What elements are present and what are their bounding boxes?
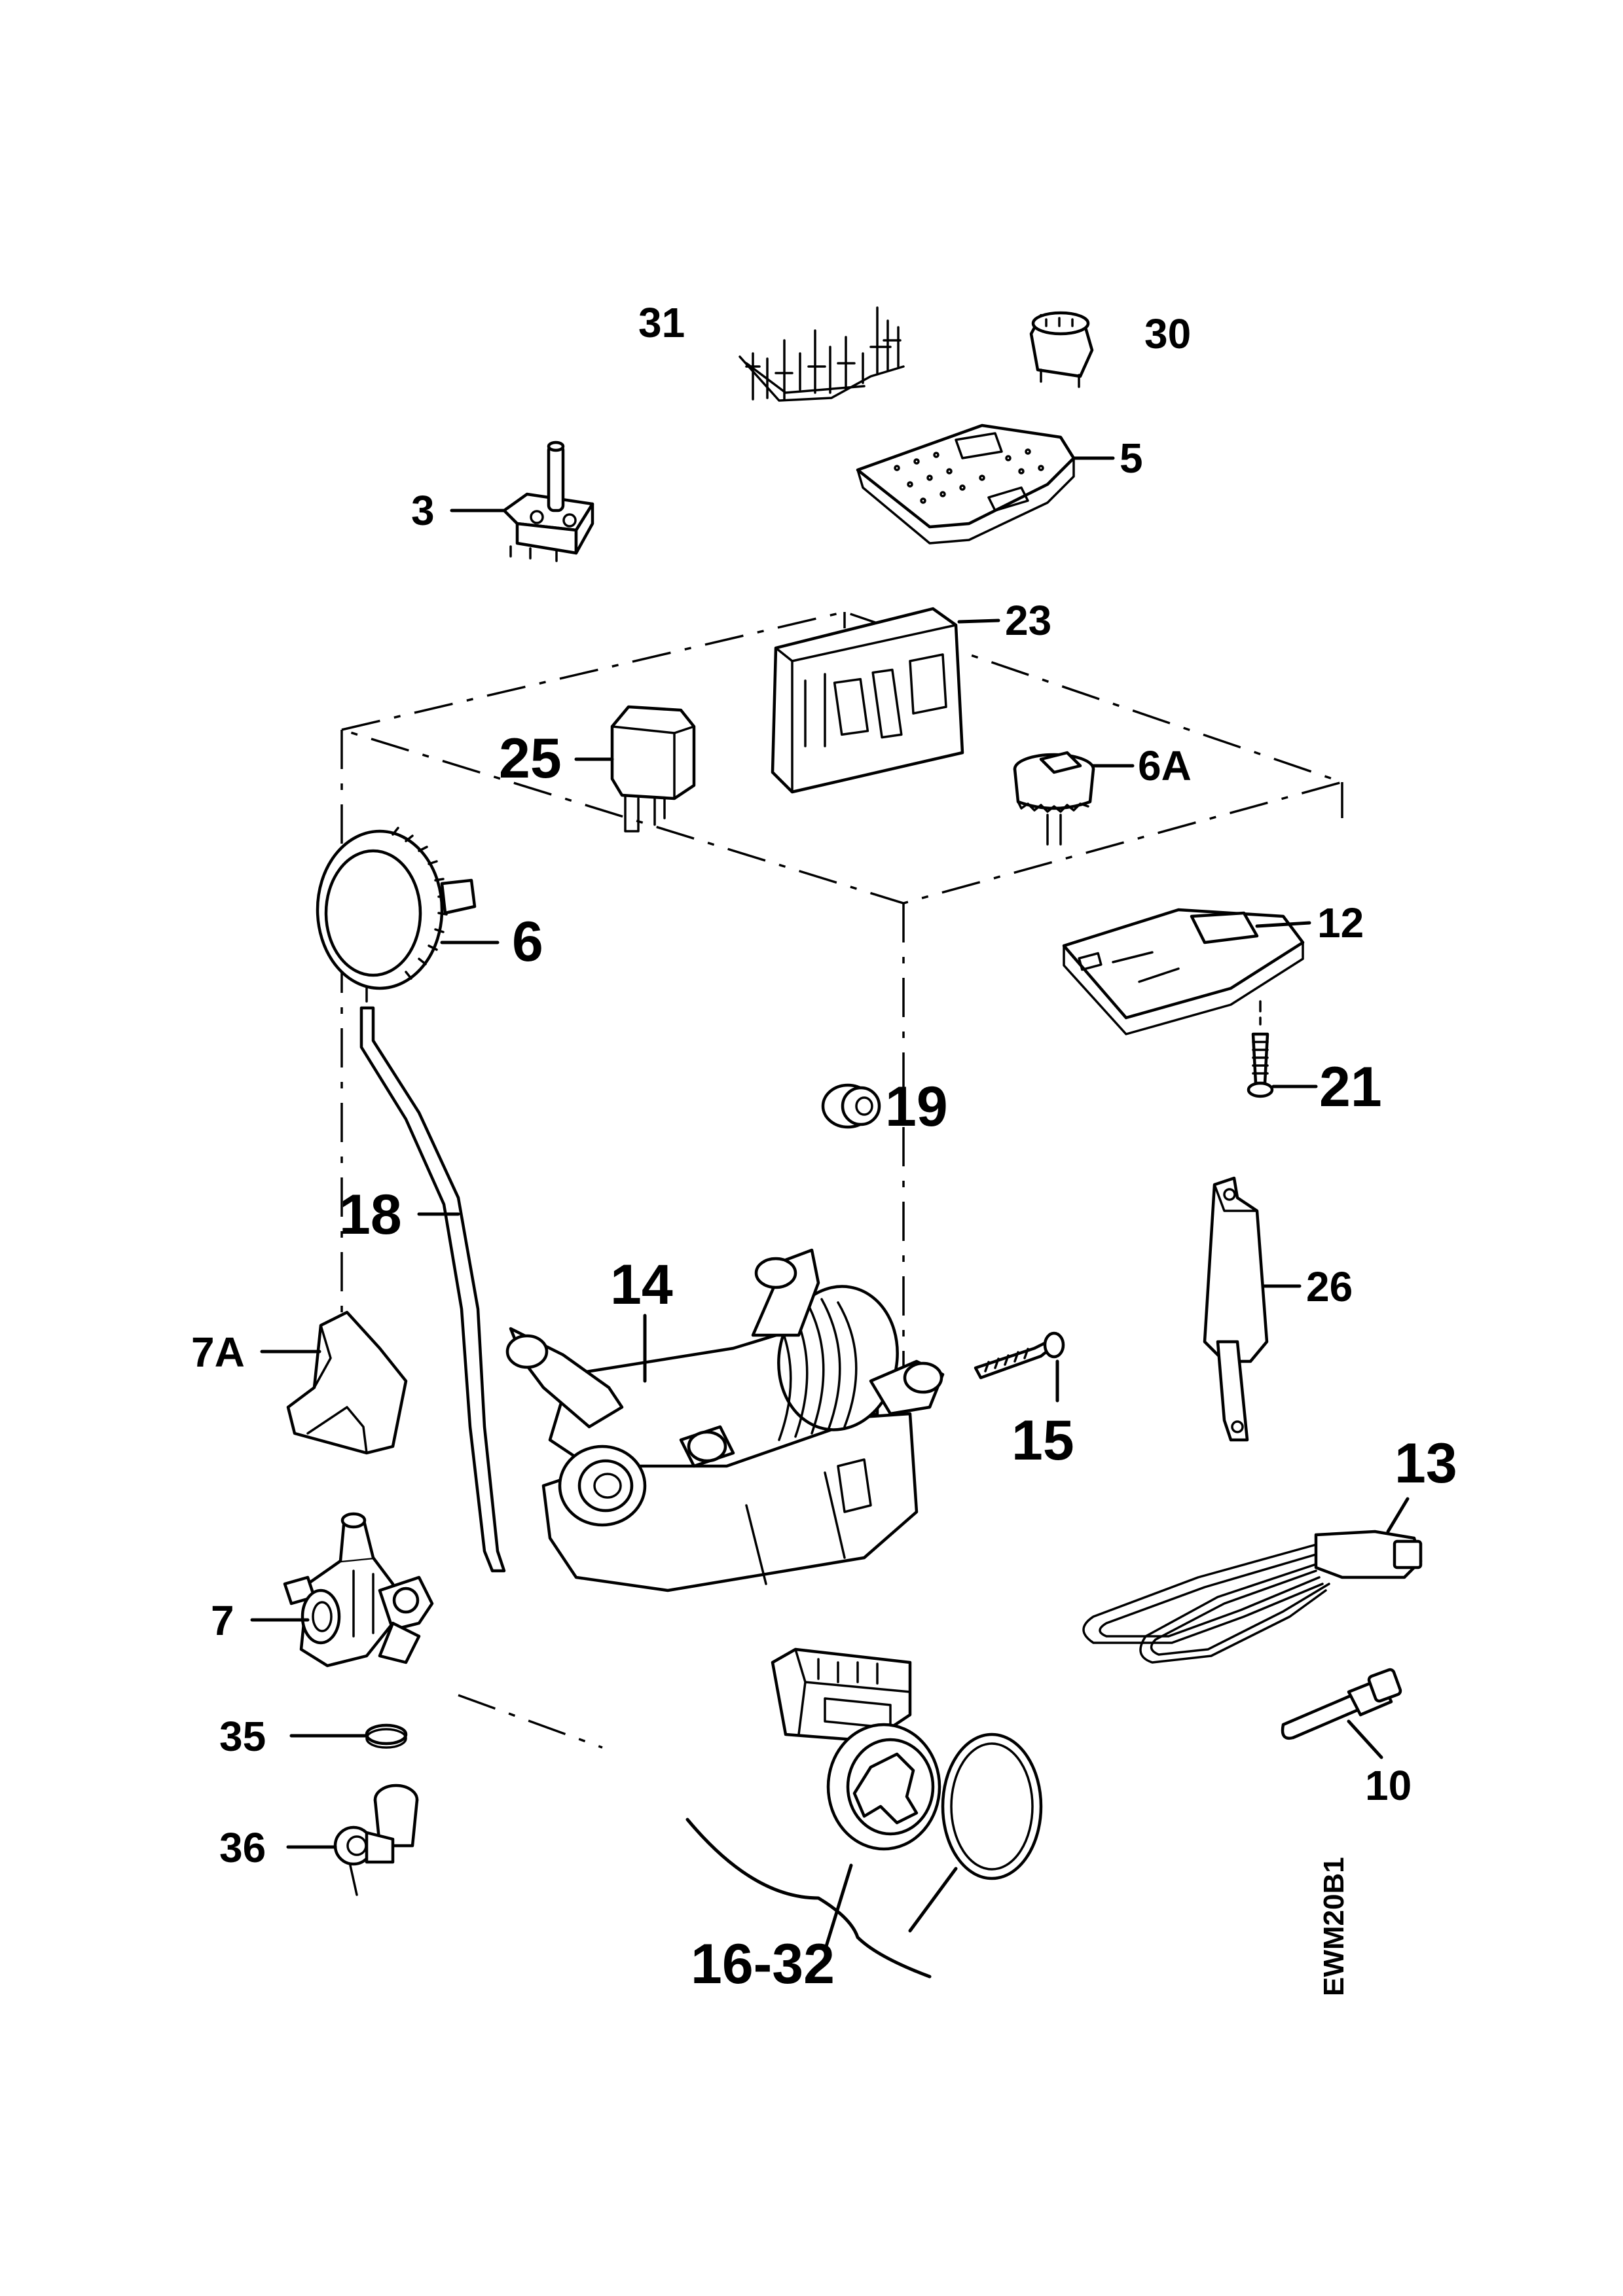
part-label-6A: 6A xyxy=(1138,742,1192,789)
long-screw-icon xyxy=(974,1331,1065,1403)
part-label-19: 19 xyxy=(885,1075,948,1138)
part-label-7: 7 xyxy=(211,1597,234,1644)
part-label-30: 30 xyxy=(1144,310,1191,357)
pressure-hose-icon xyxy=(359,1006,506,1573)
heating-element-icon xyxy=(1082,1497,1423,1664)
valve-cover-icon xyxy=(260,1310,408,1455)
part-label-13: 13 xyxy=(1395,1432,1457,1495)
part-label-25: 25 xyxy=(499,727,562,790)
diagram-code: EWM20B1 xyxy=(1318,1857,1350,1996)
wiring-harness-icon xyxy=(739,306,905,402)
part-label-23: 23 xyxy=(1005,597,1051,644)
part-label-15: 15 xyxy=(1012,1409,1074,1472)
part-label-26: 26 xyxy=(1306,1263,1353,1310)
control-board-icon xyxy=(856,423,1115,545)
electronic-module-icon xyxy=(771,607,1000,794)
screw-icon xyxy=(1247,1000,1318,1098)
pressure-switch-round-icon xyxy=(316,827,500,1003)
bushing-icon xyxy=(821,1083,881,1129)
drain-pump-icon xyxy=(685,1647,1043,1979)
part-label-7A: 7A xyxy=(191,1329,245,1376)
part-label-36: 36 xyxy=(219,1824,266,1871)
part-label-14: 14 xyxy=(610,1253,673,1316)
part-label-6: 6 xyxy=(512,910,543,973)
pressure-switch-icon xyxy=(1013,751,1135,846)
part-label-12: 12 xyxy=(1317,899,1364,946)
inlet-valve-icon xyxy=(250,1512,434,1668)
interference-filter-icon xyxy=(574,705,696,833)
rotary-switch-icon xyxy=(450,440,594,562)
cabinet-outline xyxy=(340,611,1346,1749)
indicator-light-icon xyxy=(1029,311,1094,388)
capacitor-bracket-icon xyxy=(1203,1176,1302,1442)
part-label-18: 18 xyxy=(339,1183,402,1246)
door-interlock-icon xyxy=(1062,908,1311,1035)
part-label-5: 5 xyxy=(1120,435,1143,482)
part-label-31: 31 xyxy=(638,299,685,346)
motor-icon xyxy=(505,1248,945,1592)
part-label-21: 21 xyxy=(1319,1056,1382,1119)
part-labels: 31 30 5 3 23 25 6A 6 12 21 19 18 14 7A 2… xyxy=(191,299,1457,1996)
ntc-sensor-icon xyxy=(1281,1668,1402,1759)
hose-clamp-icon xyxy=(289,1723,408,1749)
part-label-16-32: 16-32 xyxy=(691,1933,835,1996)
part-label-35: 35 xyxy=(219,1713,266,1760)
part-label-10: 10 xyxy=(1365,1762,1412,1809)
part-label-3: 3 xyxy=(411,487,435,534)
valve-connector-icon xyxy=(286,1784,419,1896)
